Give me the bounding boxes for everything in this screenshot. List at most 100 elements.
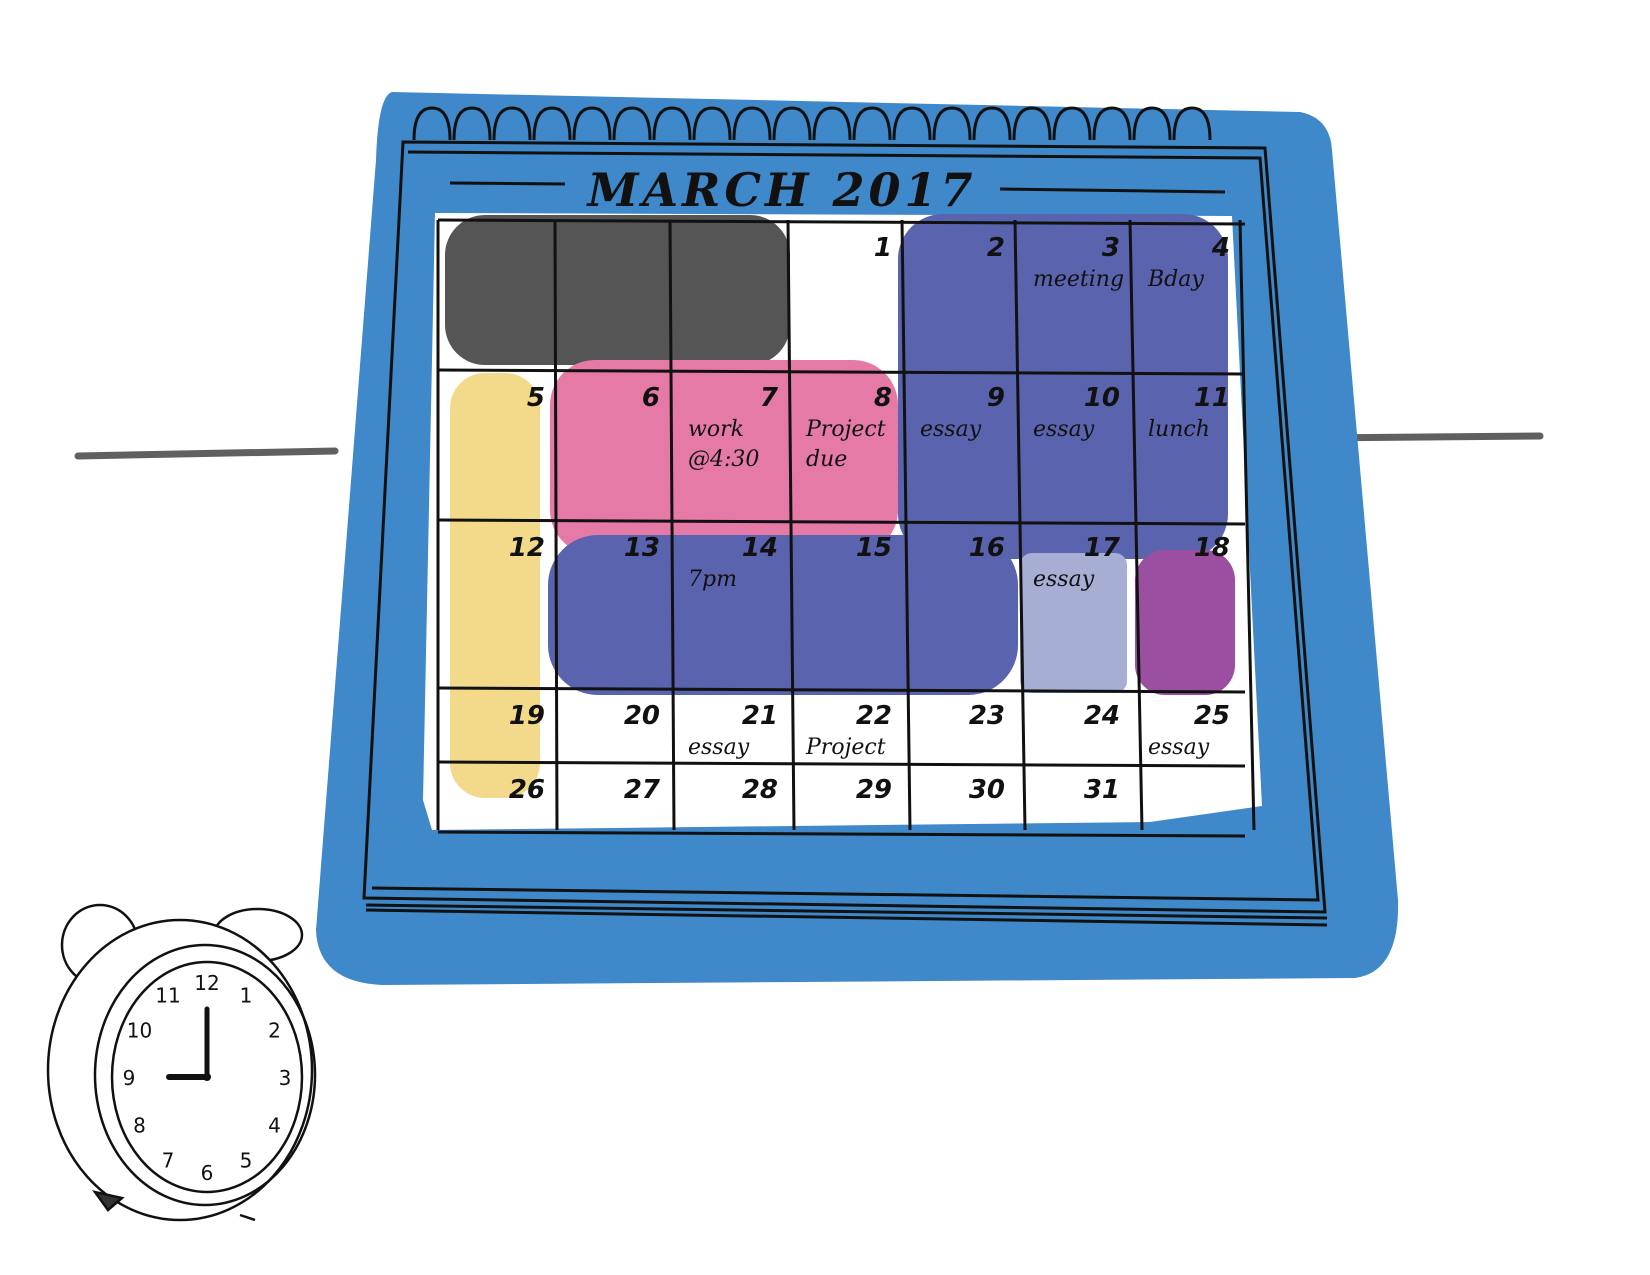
day-number: 8 [874,383,892,413]
day-number: 28 [742,775,778,805]
clock-numeral: 10 [127,1019,152,1043]
spiral-binding [412,106,1212,141]
day-number: 23 [969,701,1005,731]
spiral-ring [652,106,692,141]
grid-row-line [437,368,1246,376]
day-number: 18 [1194,533,1230,563]
spiral-ring [1172,106,1212,141]
spiral-ring [692,106,732,141]
spiral-ring [892,106,932,141]
day-number: 7 [760,383,779,413]
day-cell[interactable]: 30 [969,775,1005,805]
day-note: Project [805,735,886,760]
spiral-ring [812,106,852,141]
day-number: 6 [642,383,660,413]
clock-foot-right [239,1213,256,1222]
day-number: 17 [1084,533,1121,563]
blob-yellow [450,373,540,798]
day-number: 4 [1211,233,1230,263]
clock-numeral: 4 [268,1114,281,1138]
day-cell[interactable]: 28 [742,775,778,805]
day-cell[interactable]: 20 [624,701,660,731]
day-cell[interactable]: 12 [509,533,545,563]
grid-column-line [786,219,796,831]
day-note: essay [688,735,750,760]
alarm-clock [46,903,317,1222]
day-number: 3 [1102,233,1120,263]
day-note: work [688,417,744,442]
day-number: 24 [1084,701,1120,731]
day-number: 19 [509,701,545,731]
day-note: Project [805,417,886,442]
clock-numeral: 2 [268,1019,281,1043]
day-number: 26 [509,775,545,805]
spiral-ring [1012,106,1052,141]
day-cell[interactable]: 18 [1194,533,1230,563]
day-note: meeting [1033,267,1124,292]
spiral-ring [1052,106,1092,141]
clock-numeral: 8 [133,1114,146,1138]
clock-foot-left [92,1190,125,1212]
blob-indigo-week3 [548,535,1018,695]
blob-lavender [1020,553,1127,693]
day-cell[interactable]: 5 [527,383,545,413]
day-number: 9 [987,383,1005,413]
clock-face [110,960,304,1194]
grid-column-line [900,219,912,831]
day-cell[interactable]: 16 [969,533,1005,563]
day-number: 16 [969,533,1005,563]
day-cell[interactable]: 31 [1084,775,1120,805]
title-rule-left [449,181,566,186]
day-cell[interactable]: 15 [856,533,892,563]
blob-purple [1135,550,1235,695]
day-number: 20 [624,701,660,731]
calendar-title: MARCH 2017 [586,163,977,217]
day-cell[interactable]: 17 essay [1033,533,1121,592]
day-cell[interactable]: 19 [509,701,545,731]
grid-column-line [1238,219,1256,831]
day-number: 29 [856,775,892,805]
spiral-ring [1132,106,1172,141]
clock-body [46,918,314,1222]
day-cell[interactable]: 29 [856,775,892,805]
day-cell[interactable]: 24 [1084,701,1120,731]
spiral-ring [532,106,572,141]
day-cell[interactable]: 6 [642,383,660,413]
spiral-ring [852,106,892,141]
day-cell[interactable]: 3 meeting [1033,233,1124,292]
day-cell[interactable]: 1 [874,233,892,263]
day-cell[interactable]: 27 [624,775,661,805]
day-note: essay [1033,567,1095,592]
clock-numeral: 3 [279,1066,292,1090]
day-cell[interactable]: 7 work @4:30 [688,383,779,472]
spiral-ring [452,106,492,141]
spiral-ring [572,106,612,141]
clock-numeral: 1 [240,984,253,1008]
day-cell[interactable]: 13 [624,533,660,563]
clock-numeral: 12 [194,971,219,995]
spiral-ring [772,106,812,141]
blob-pink [550,360,898,555]
day-cell[interactable]: 2 [987,233,1005,263]
day-number: 21 [742,701,778,731]
day-number: 30 [969,775,1005,805]
day-cell[interactable]: 21 essay [688,701,778,760]
clock-numeral: 11 [155,984,180,1008]
day-cell[interactable]: 23 [969,701,1005,731]
day-number: 5 [527,383,545,413]
day-number: 22 [856,701,892,731]
day-note: essay [920,417,982,442]
day-cell[interactable]: 26 [509,775,545,805]
day-note: @4:30 [688,447,759,472]
